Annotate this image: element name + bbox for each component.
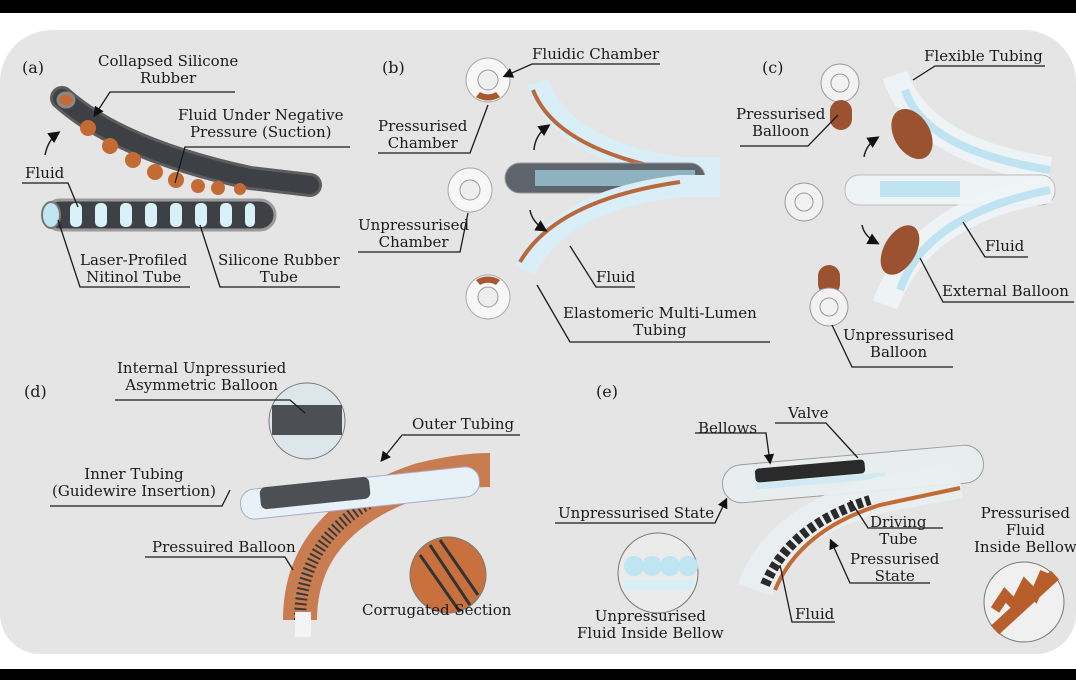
label-valve: Valve <box>788 404 829 422</box>
panel-d-tag: (d) <box>24 382 47 401</box>
top-border-bar <box>0 0 1076 13</box>
panel-e-tag: (e) <box>596 382 618 401</box>
leader-lines <box>22 63 1074 623</box>
panel-a-illustration <box>41 86 322 232</box>
unpressurised-chamber-section <box>447 167 493 213</box>
pressurised-chamber-section <box>465 57 511 103</box>
label-outer-tubing: Outer Tubing <box>412 415 515 433</box>
label-unpressurised-state: Unpressurised State <box>558 504 715 522</box>
panel-b-illustration <box>447 57 720 320</box>
label-fluid-a: Fluid <box>25 164 65 182</box>
panel-b-tag: (b) <box>382 58 405 77</box>
collapsed-tube-core <box>53 89 319 194</box>
label-fluid-b: Fluid <box>596 268 636 286</box>
panel-c-tag: (c) <box>762 58 784 77</box>
label-fluid-c: Fluid <box>985 237 1025 255</box>
panel-a-tag: (a) <box>22 58 45 77</box>
pressurised-chamber-section-bottom <box>465 274 511 320</box>
panel-d-illustration <box>239 382 491 637</box>
label-external-balloon: External Balloon <box>942 282 1069 300</box>
pressurised-balloon-glyph <box>830 100 852 130</box>
label-bellows: Bellows <box>698 419 758 437</box>
label-pressuired-balloon: Pressuired Balloon <box>152 538 296 556</box>
label-fluid-e: Fluid <box>795 605 835 623</box>
label-fluidic-chamber: Fluidic Chamber <box>532 45 660 63</box>
panel-c-illustration <box>784 63 1056 327</box>
label-flexible-tubing: Flexible Tubing <box>924 47 1043 65</box>
corrugated-zoom-circle <box>409 536 487 614</box>
label-inner-tubing: Inner Tubing(Guidewire Insertion) <box>52 465 216 500</box>
label-corrugated-section: Corrugated Section <box>362 601 512 619</box>
fluid-slots <box>70 203 255 227</box>
bottom-border-bar <box>0 669 1076 680</box>
panel-e-illustration <box>617 444 1065 643</box>
tube-opening <box>56 91 76 109</box>
